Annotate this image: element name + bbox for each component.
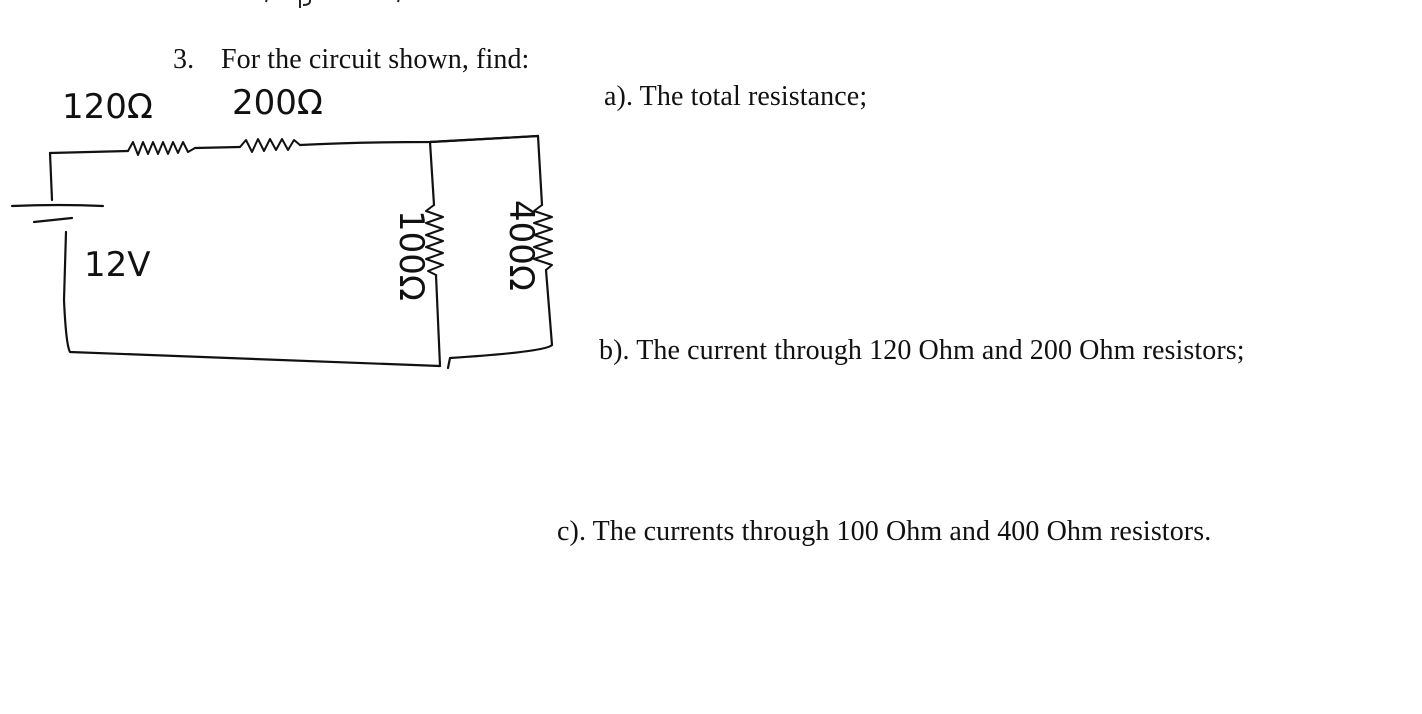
question-part-c: c). The currents through 100 Ohm and 400…: [557, 516, 1212, 547]
resistor-100-symbol: [425, 204, 444, 276]
question-title: For the circuit shown, find:: [221, 44, 530, 75]
resistor-120-symbol: [127, 141, 196, 156]
resistor-200-label: 200Ω: [232, 83, 323, 123]
resistor-120-label: 120Ω: [62, 87, 153, 127]
resistor-400-symbol: [533, 204, 553, 271]
circuit-diagram: 120Ω 200Ω 12V 100Ω 400Ω: [10, 83, 554, 370]
question-part-b: b). The current through 120 Ohm and 200 …: [599, 335, 1245, 366]
branch-wire-100: [428, 140, 442, 368]
resistor-400-label: 400Ω: [501, 200, 541, 291]
branch-wire-400: [446, 134, 554, 370]
battery-long-plate: [10, 203, 105, 208]
resistor-100-label: 100Ω: [391, 210, 431, 301]
cropped-text-remnant: [265, 0, 400, 8]
battery-short-plate: [32, 216, 74, 224]
source-voltage-label: 12V: [84, 245, 151, 285]
left-wire: [48, 151, 442, 368]
question-part-a: a). The total resistance;: [604, 81, 868, 112]
junction-wire: [428, 134, 540, 144]
question-number: 3.: [173, 44, 195, 75]
top-wire: [48, 134, 540, 155]
resistor-200-symbol: [239, 138, 301, 153]
